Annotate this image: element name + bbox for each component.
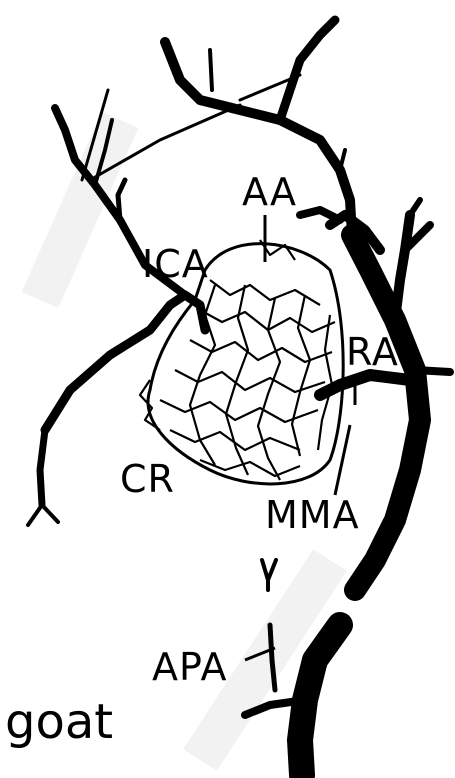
label-ica: ICA [142, 242, 209, 286]
label-apa: APA [152, 645, 227, 689]
species-label: goat [5, 694, 113, 750]
label-mma: MMA [265, 493, 360, 537]
label-cr: CR [120, 457, 175, 501]
label-ra: RA [346, 330, 399, 374]
label-aa: AA [242, 170, 297, 214]
